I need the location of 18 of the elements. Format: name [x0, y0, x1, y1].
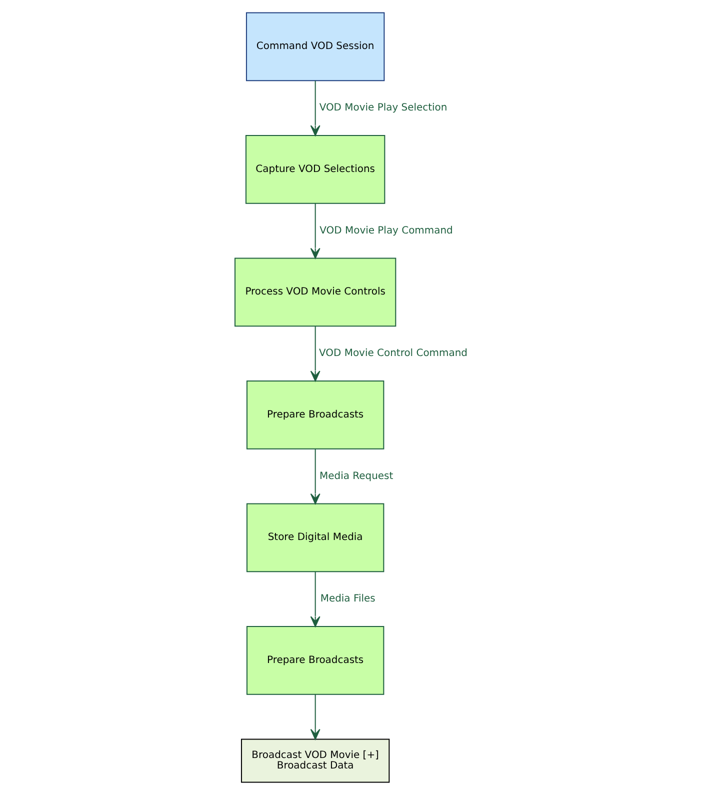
arrow [310, 202, 320, 259]
arrow [310, 571, 320, 627]
node-box: Prepare Broadcasts [246, 626, 384, 695]
node-box: Prepare Broadcasts [246, 380, 384, 450]
edge-label: VOD Movie Play Selection [318, 102, 447, 114]
edge-label: Media Files [320, 594, 375, 605]
node-box: Store Digital Media [246, 503, 384, 572]
edge-label: VOD Movie Control Command [318, 348, 467, 360]
arrow [310, 326, 320, 382]
node-box: Process VOD Movie Controls [234, 258, 396, 327]
node-box: Command VOD Session [245, 12, 384, 82]
edge-label: Media Request [319, 470, 393, 482]
node-box: Broadcast VOD Movie [+] Broadcast Data [240, 738, 390, 783]
arrow [310, 448, 320, 504]
node-box: Capture VOD Selections [244, 135, 385, 204]
edge-label: VOD Movie Play Command [319, 225, 452, 236]
arrow [310, 694, 320, 740]
arrow [310, 80, 320, 136]
